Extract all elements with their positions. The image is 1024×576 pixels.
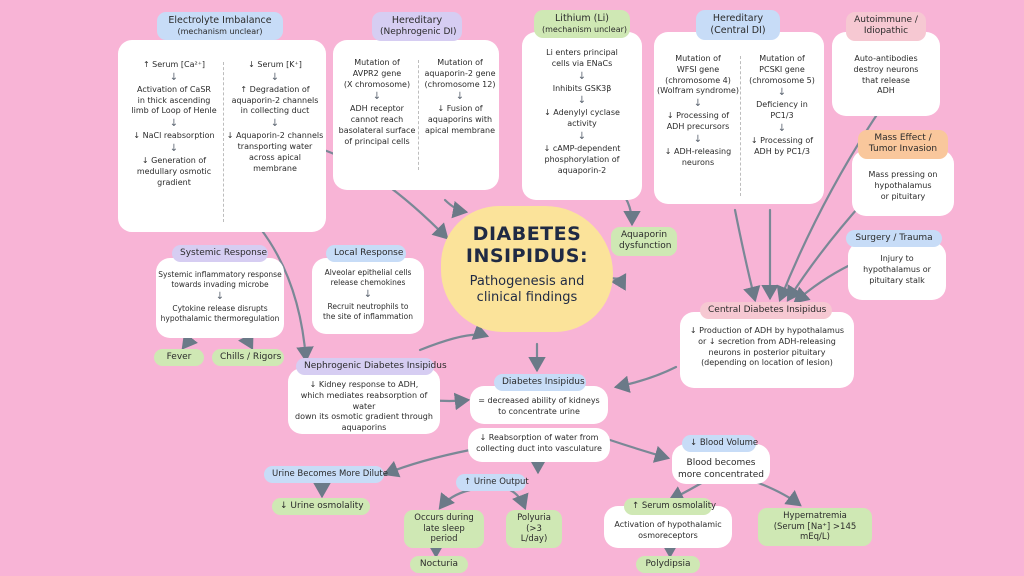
pc13-deficiency-step: Deficiency in PC1/3 bbox=[756, 100, 808, 121]
nocturia-pill: Nocturia bbox=[410, 556, 468, 574]
autoimmune-title: Autoimmune / Idiopathic bbox=[846, 12, 926, 41]
serum-calcium-step: ↑ Serum [Ca²⁺] bbox=[142, 60, 206, 69]
systemic-steps: Systemic inflammatory response towards i… bbox=[158, 270, 282, 324]
serum-osmolality-text: Activation of hypothalamic osmoreceptors bbox=[614, 520, 722, 540]
adh-receptor-step: ADH receptor cannot reach basolateral su… bbox=[338, 104, 416, 146]
autoimmune-text: Auto-antibodies destroy neurons that rel… bbox=[853, 54, 919, 96]
surgery-trauma-box bbox=[848, 242, 946, 300]
urine-output-title: ↑ Urine Output bbox=[456, 474, 529, 491]
nephrogenic-di-title: Nephrogenic Diabetes Insipidus bbox=[296, 358, 447, 376]
blood-volume-text: Blood becomes more concentrated bbox=[677, 458, 765, 481]
systemic-response-box bbox=[156, 258, 284, 338]
aqp2-mutation-step: Mutation of aquaporin-2 gene (chromosome… bbox=[424, 58, 496, 89]
electrolyte-imbalance-box bbox=[118, 40, 326, 232]
adh-neurons-step: ↓ ADH-releasing neurons bbox=[664, 146, 732, 167]
gsk3b-step: Inhibits GSK3β bbox=[552, 83, 612, 93]
pcski-mutation-step: Mutation of PCSKI gene (chromosome 5) bbox=[749, 54, 815, 85]
nephrogenic-di-text: ↓ Kidney response to ADH, which mediates… bbox=[295, 380, 433, 433]
di-definition-box bbox=[470, 386, 608, 424]
systemic-inflammatory-step: Systemic inflammatory response towards i… bbox=[158, 270, 282, 290]
aquaporin-transport-step: ↓ Aquaporin-2 channels transporting wate… bbox=[226, 131, 324, 173]
hereditary-central-title: Hereditary(Central DI) bbox=[696, 10, 780, 40]
fever-pill: Fever bbox=[154, 349, 204, 367]
hereditary-nephrogenic-right: Mutation of aquaporin-2 gene (chromosome… bbox=[420, 58, 500, 137]
di-reabsorption-text: ↓ Reabsorption of water from collecting … bbox=[476, 433, 602, 453]
nephrogenic-di-box bbox=[288, 368, 440, 434]
autoimmune-box bbox=[832, 32, 940, 116]
di-title: Diabetes Insipidus bbox=[494, 374, 586, 392]
mass-effect-box bbox=[852, 150, 954, 216]
polyuria-pill: Polyuria (>3 L/day) bbox=[506, 510, 562, 548]
late-sleep-pill: Occurs during late sleep period bbox=[404, 510, 484, 548]
center-title: DIABETES INSIPIDUS: bbox=[465, 223, 589, 267]
adh-precursor-step: ↓ Processing of ADH precursors bbox=[666, 111, 730, 131]
surgery-trauma-text: Injury to hypothalamus or pituitary stal… bbox=[863, 254, 931, 285]
local-response-box bbox=[312, 258, 424, 334]
cytokine-release-step: Cytokine release disrupts hypothalamic t… bbox=[160, 304, 280, 324]
central-di-box bbox=[680, 312, 854, 388]
urine-dilute-title: Urine Becomes More Dilute bbox=[264, 466, 388, 483]
hereditary-central-right: Mutation of PCSKI gene (chromosome 5)↓ D… bbox=[742, 54, 822, 158]
hypernatremia-pill: Hypernatremia (Serum [Na⁺] >145 mEq/L) bbox=[758, 508, 872, 546]
hereditary-nephrogenic-title: Hereditary(Nephrogenic DI) bbox=[372, 12, 462, 42]
di-definition-text: = decreased ability of kidneys to concen… bbox=[478, 396, 600, 416]
neutrophil-step: Recruit neutrophils to the site of infla… bbox=[323, 302, 413, 322]
wfsi-mutation-step: Mutation of WFSI gene (chromosome 4) (Wo… bbox=[657, 54, 739, 96]
hereditary-central-left: Mutation of WFSI gene (chromosome 4) (Wo… bbox=[657, 54, 739, 167]
avpr2-mutation-step: Mutation of AVPR2 gene (X chromosome) bbox=[343, 58, 411, 89]
center-subtitle: Pathogenesis and clinical findings bbox=[469, 273, 585, 305]
lithium-box bbox=[522, 32, 642, 200]
nacl-reabsorption-step: ↓ NaCl reabsorption bbox=[133, 131, 215, 141]
serum-osmolality-title: ↑ Serum osmolality bbox=[624, 498, 716, 515]
central-di-text: ↓ Production of ADH by hypothalamus or ↓… bbox=[689, 326, 845, 368]
adenylyl-cyclase-step: ↓ Adenylyl cyclase activity bbox=[544, 108, 620, 129]
surgery-trauma-title: Surgery / Trauma bbox=[846, 230, 942, 248]
central-di-title: Central Diabetes Insipidus bbox=[700, 302, 832, 320]
casr-activation-step: Activation of CaSR in thick ascending li… bbox=[131, 84, 217, 116]
chills-pill: Chills / Rigors bbox=[212, 349, 284, 367]
blood-volume-title: ↓ Blood Volume bbox=[682, 435, 758, 452]
aquaporin-degradation-step: ↑ Degradation of aquaporin-2 channels in… bbox=[231, 84, 319, 116]
hereditary-nephrogenic-box bbox=[333, 40, 499, 190]
urine-osmolality-pill: ↓ Urine osmolality bbox=[272, 498, 370, 516]
li-entry-step: Li enters principal cells via ENaCs bbox=[546, 48, 618, 68]
diabetes-insipidus-center: DIABETES INSIPIDUS: Pathogenesis and cli… bbox=[441, 206, 613, 332]
mass-effect-text: Mass pressing on hypothalamus or pituita… bbox=[868, 170, 938, 201]
adh-processing-step: ↓ Processing of ADH by PC1/3 bbox=[750, 135, 814, 156]
hereditary-central-box bbox=[654, 32, 824, 204]
local-response-title: Local Response bbox=[326, 245, 406, 263]
local-steps: Alveolar epithelial cells release chemok… bbox=[314, 268, 422, 323]
lithium-title: Lithium (Li)(mechanism unclear) bbox=[534, 10, 630, 38]
chemokine-step: Alveolar epithelial cells release chemok… bbox=[324, 268, 412, 288]
systemic-response-title: Systemic Response bbox=[172, 245, 268, 263]
electrolyte-imbalance-title: Electrolyte Imbalance(mechanism unclear) bbox=[157, 12, 283, 40]
electrolyte-right-column: ↓ Serum [K⁺]↓ ↑ Degradation of aquaporin… bbox=[226, 60, 324, 173]
camp-step: ↓ cAMP-dependent phosphorylation of aqua… bbox=[543, 143, 621, 175]
mass-effect-title: Mass Effect / Tumor Invasion bbox=[858, 130, 948, 159]
aquaporin-fusion-step: ↓ Fusion of aquaporins with apical membr… bbox=[424, 104, 496, 135]
serum-potassium-step: ↓ Serum [K⁺] bbox=[248, 60, 302, 69]
di-reabsorption-box bbox=[468, 428, 610, 462]
aquaporin-dysfunction: Aquaporin dysfunction bbox=[611, 227, 677, 256]
medullary-gradient-step: ↓ Generation of medullary osmotic gradie… bbox=[136, 155, 212, 187]
polydipsia-pill: Polydipsia bbox=[636, 556, 700, 574]
lithium-steps: Li enters principal cells via ENaCs↓ Inh… bbox=[526, 48, 638, 176]
electrolyte-left-column: ↑ Serum [Ca²⁺]↓ Activation of CaSR in th… bbox=[124, 60, 224, 188]
hereditary-nephrogenic-left: Mutation of AVPR2 gene (X chromosome)↓ A… bbox=[336, 58, 418, 148]
